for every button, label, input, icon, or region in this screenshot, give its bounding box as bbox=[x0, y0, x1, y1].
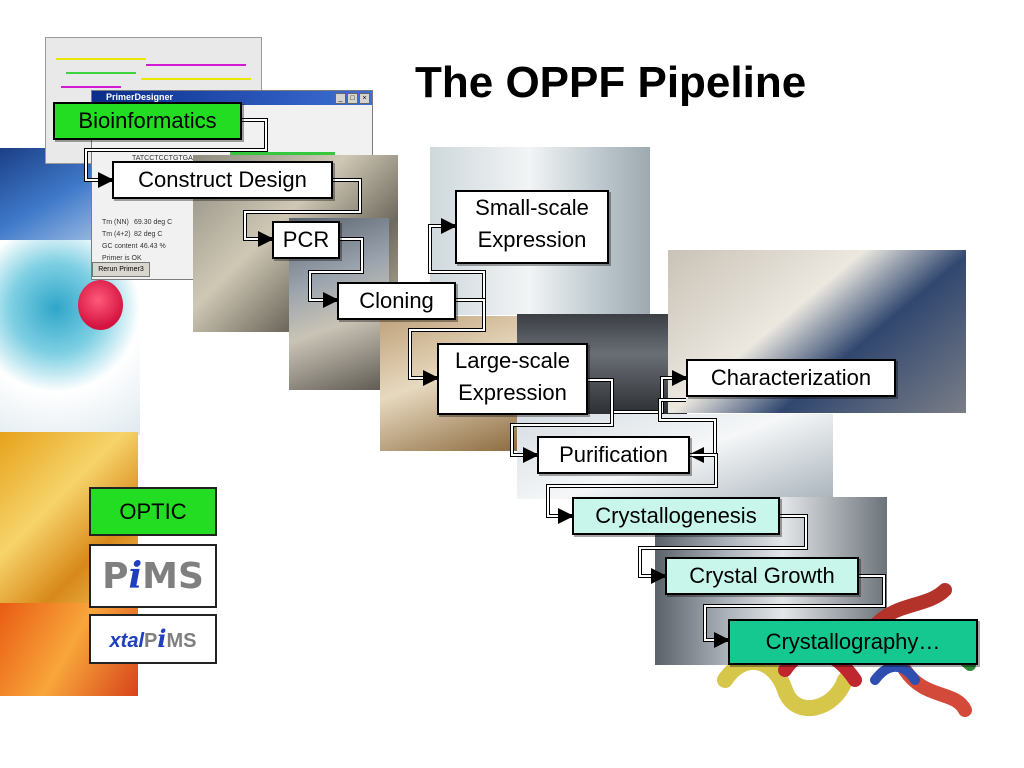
xtalpims-logo-i: i bbox=[157, 624, 167, 653]
window-titlebar: PrimerDesigner bbox=[92, 91, 372, 105]
xtalpims-logo-xtal: xtal bbox=[109, 630, 144, 652]
page-title: The OPPF Pipeline bbox=[415, 58, 807, 107]
maximize-icon: □ bbox=[347, 93, 358, 104]
pims-logo-ms: MS bbox=[142, 556, 204, 597]
step-crystal-growth: Crystal Growth bbox=[665, 557, 859, 595]
optic-logo: OPTIC bbox=[89, 487, 217, 536]
close-icon: × bbox=[359, 93, 370, 104]
step-cloning: Cloning bbox=[337, 282, 456, 320]
stock-image-red-flask bbox=[78, 280, 123, 330]
step-bioinformatics: Bioinformatics bbox=[53, 102, 242, 140]
primer-status: Primer is OK bbox=[102, 255, 142, 262]
step-crystallogenesis: Crystallogenesis bbox=[572, 497, 780, 535]
xtalpims-logo-p: P bbox=[144, 630, 158, 652]
step-small-scale-expression: Small-scale Expression bbox=[455, 190, 609, 264]
step-purification: Purification bbox=[537, 436, 690, 474]
pims-logo-p: P bbox=[102, 556, 129, 597]
step-pcr: PCR bbox=[272, 221, 340, 259]
minimize-icon: _ bbox=[335, 93, 346, 104]
window-title: PrimerDesigner bbox=[106, 92, 174, 102]
tm-42-value: 82 deg C bbox=[134, 231, 163, 238]
rerun-primer-button: Rerun Primer3 bbox=[92, 262, 150, 277]
step-construct-design: Construct Design bbox=[112, 161, 333, 199]
step-crystallography: Crystallography… bbox=[728, 619, 978, 665]
step-large-scale-line2: Expression bbox=[458, 380, 567, 405]
gc-value: 46.43 % bbox=[140, 243, 166, 250]
xtalpims-logo: xtalPiMS bbox=[89, 614, 217, 664]
step-small-scale-line1: Small-scale bbox=[475, 195, 589, 220]
pims-logo-i: i bbox=[128, 555, 143, 597]
gc-label: GC content bbox=[102, 243, 138, 250]
step-large-scale-expression: Large-scale Expression bbox=[437, 343, 588, 415]
xtalpims-logo-ms: MS bbox=[166, 630, 197, 652]
pims-logo: PiMS bbox=[89, 544, 217, 608]
tm-42-label: Tm (4+2) bbox=[102, 231, 131, 238]
step-characterization: Characterization bbox=[686, 359, 896, 397]
tm-nn-label: Tm (NN) bbox=[102, 219, 129, 226]
tm-nn-value: 69.30 deg C bbox=[134, 219, 173, 226]
step-small-scale-line2: Expression bbox=[477, 227, 587, 252]
step-large-scale-line1: Large-scale bbox=[455, 348, 570, 373]
